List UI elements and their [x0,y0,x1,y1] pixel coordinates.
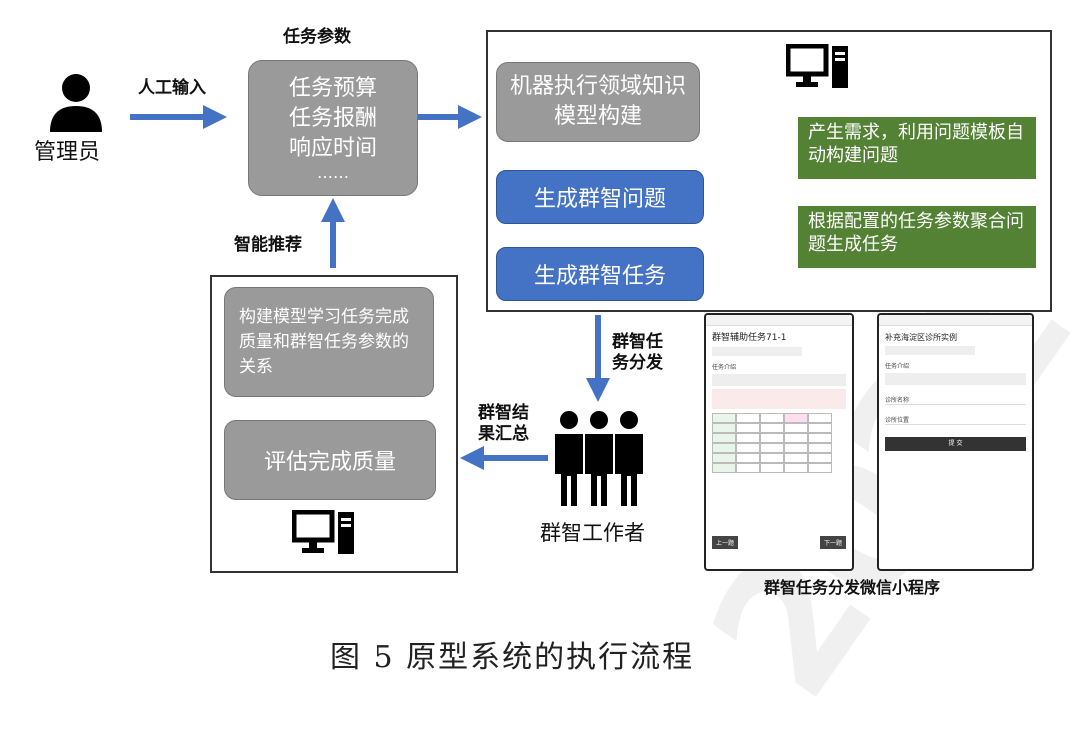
param-line: 响应时间 [288,136,377,161]
param-line: 任务报酬 [288,106,377,131]
gen-task-box: 生成群智任务 [496,247,704,301]
note-question-template: 产生需求，利用问题模板自动构建问题 [798,117,1036,179]
figure-caption: 图 5 原型系统的执行流程 [330,640,695,675]
phone1-table [712,413,846,503]
knowledge-model-box: 机器执行领域知识模型构建 [496,62,700,142]
edge-label-task-params: 任务参数 [283,27,351,47]
phone1-intro: 任务介绍 [712,364,737,371]
phone1-next-button[interactable]: 下一题 [819,536,846,549]
miniapp-caption: 群智任务分发微信小程序 [764,578,941,597]
note-task-aggregate: 根据配置的任务参数聚合问题生成任务 [798,206,1036,268]
phone2-field-name: 诊所名称 [885,395,1026,405]
phone2-title: 补充海淀区诊所实例 [885,333,957,342]
model-learning-box: 构建模型学习任务完成质量和群智任务参数的关系 [224,287,434,397]
phone2-submit-button[interactable]: 提 交 [885,437,1026,451]
phone-screenshot-clinic: 补充海淀区诊所实例 任务介绍 诊所名称 诊所位置 提 交 [877,313,1034,571]
task-param-box: 任务预算 任务报酬 响应时间 …… [248,60,418,196]
quality-eval-box: 评估完成质量 [224,420,436,500]
phone1-title: 群智辅助任务71-1 [712,333,787,343]
edge-label-crowd-dispatch: 群智任务分发 [612,332,663,374]
param-line: 任务预算 [288,76,377,101]
phone2-field-location: 诊所位置 [885,415,1026,425]
param-line: …… [317,163,349,182]
phone2-intro: 任务介绍 [885,363,910,370]
edge-label-smart-recommend: 智能推荐 [234,235,302,255]
computer-icon [786,44,848,88]
computer-icon [292,510,354,554]
phone1-prev-button[interactable]: 上一题 [712,536,739,549]
group-icon [555,411,643,506]
edge-label-result-summary: 群智结果汇总 [478,403,529,445]
manager-label: 管理员 [34,140,101,165]
edge-label-manual-input: 人工输入 [138,78,206,98]
gen-question-box: 生成群智问题 [496,170,704,224]
workers-label: 群智工作者 [540,521,645,545]
person-icon [50,74,102,132]
phone-screenshot-task: 群智辅助任务71-1 任务介绍 上一题 下一题 [704,313,854,571]
